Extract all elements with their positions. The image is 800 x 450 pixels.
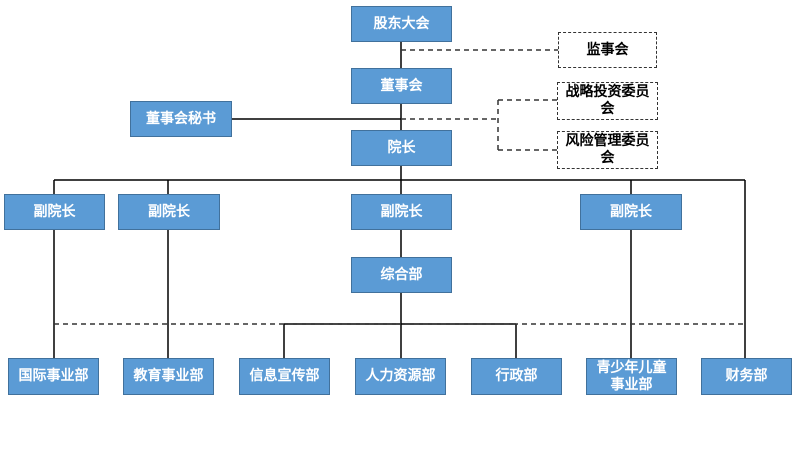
board-of-directors-box: 董事会 <box>351 68 452 104</box>
department-box: 人力资源部 <box>355 358 446 395</box>
department-box: 信息宣传部 <box>239 358 330 395</box>
vice-president-box: 副院长 <box>118 194 220 230</box>
department-box: 国际事业部 <box>8 358 99 395</box>
vice-president-box: 副院长 <box>580 194 682 230</box>
department-box: 教育事业部 <box>123 358 214 395</box>
vice-president-box: 副院长 <box>4 194 105 230</box>
risk-management-committee-box: 风险管理委员会 <box>557 131 658 169</box>
board-secretary-box: 董事会秘书 <box>130 101 232 137</box>
department-box: 行政部 <box>471 358 562 395</box>
department-box: 财务部 <box>701 358 792 395</box>
vice-president-box: 副院长 <box>351 194 452 230</box>
department-box: 青少年儿童事业部 <box>586 358 677 395</box>
shareholders-meeting-box: 股东大会 <box>351 6 452 42</box>
strategic-investment-committee-box: 战略投资委员会 <box>557 82 658 120</box>
president-box: 院长 <box>351 130 452 166</box>
supervisory-board-box: 监事会 <box>558 32 657 68</box>
general-office-box: 综合部 <box>351 257 452 293</box>
